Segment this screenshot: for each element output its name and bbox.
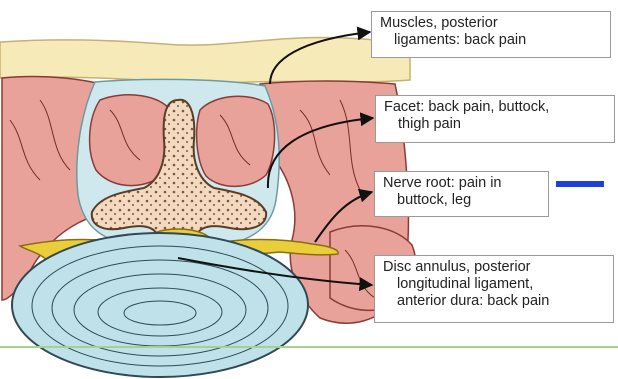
muscles-label-line1: Muscles, posterior xyxy=(380,15,604,32)
facet-label-line2: thigh pain xyxy=(384,116,608,133)
disc-label-line1: Disc annulus, posterior xyxy=(383,259,607,276)
muscles-label: Muscles, posterior ligaments: back pain xyxy=(371,11,611,58)
intervertebral-disc xyxy=(12,233,308,377)
right-inner-muscle xyxy=(197,96,275,186)
disc-label-line3: anterior dura: back pain xyxy=(383,293,607,310)
facet-label: Facet: back pain, buttock, thigh pain xyxy=(375,95,615,143)
nerve-root-label: Nerve root: pain in buttock, leg xyxy=(374,171,549,217)
muscles-label-line2: ligaments: back pain xyxy=(380,32,604,49)
disc-label: Disc annulus, posterior longitudinal lig… xyxy=(374,255,614,323)
blue-marker-bar xyxy=(556,181,604,187)
disc-label-line2: longitudinal ligament, xyxy=(383,276,607,293)
facet-label-line1: Facet: back pain, buttock, xyxy=(384,99,608,116)
green-baseline xyxy=(0,346,618,348)
nerve-root-label-line1: Nerve root: pain in xyxy=(383,175,542,192)
skin-layer xyxy=(0,37,410,82)
nerve-root-label-line2: buttock, leg xyxy=(383,192,542,209)
